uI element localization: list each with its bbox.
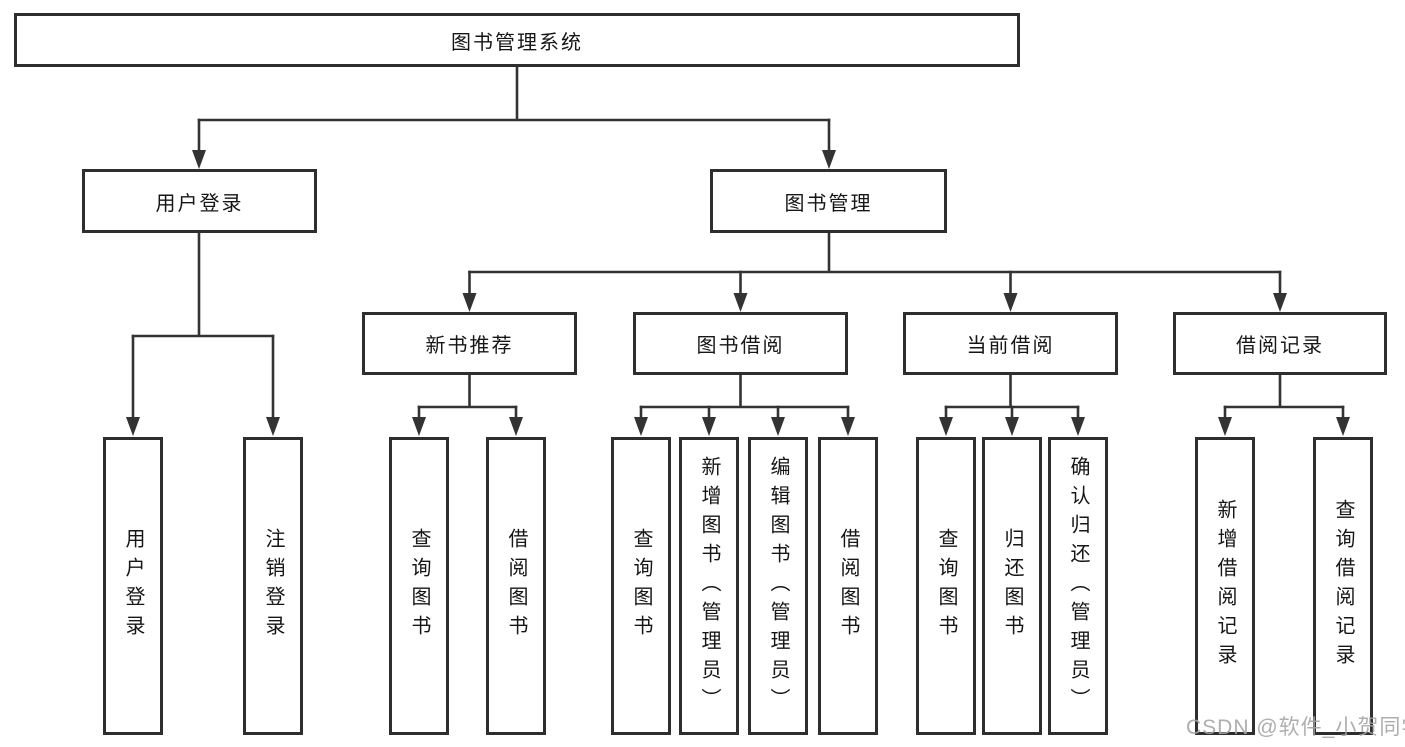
leaf-add-borrow-record: 新增借阅记录: [1195, 437, 1255, 735]
leaf-return-books: 归还图书: [982, 437, 1042, 735]
leaf-label: 借阅图书: [505, 528, 527, 644]
leaf-label: 归还图书: [1001, 528, 1023, 644]
node-borrow-records: 借阅记录: [1173, 312, 1387, 375]
leaf-label: 查询图书: [630, 528, 652, 644]
leaf-add-books-admin: 新增图书（管理员）: [679, 437, 739, 735]
leaf-label: 编辑图书（管理员）: [767, 455, 789, 717]
leaf-label: 注销登录: [262, 528, 284, 644]
leaf-query-borrow-record: 查询借阅记录: [1313, 437, 1373, 735]
leaf-edit-books-admin: 编辑图书（管理员）: [748, 437, 808, 735]
leaf-label: 新增图书（管理员）: [698, 455, 720, 717]
leaf-label: 确认归还（管理员）: [1067, 455, 1089, 717]
leaf-user-login: 用户登录: [103, 437, 163, 735]
leaf-logout: 注销登录: [243, 437, 303, 735]
leaf-borrow-books-recommend: 借阅图书: [486, 437, 546, 735]
leaf-label: 查询借阅记录: [1332, 499, 1354, 673]
node-user-login: 用户登录: [82, 169, 317, 233]
node-new-book-recommend: 新书推荐: [362, 312, 577, 375]
leaf-label: 用户登录: [122, 528, 144, 644]
leaf-label: 查询图书: [935, 528, 957, 644]
leaf-label: 新增借阅记录: [1214, 499, 1236, 673]
leaf-query-books-recommend: 查询图书: [389, 437, 449, 735]
leaf-borrow-books-borrow: 借阅图书: [818, 437, 878, 735]
leaf-query-books-borrow: 查询图书: [611, 437, 671, 735]
node-book-borrow: 图书借阅: [633, 312, 848, 375]
node-book-management: 图书管理: [710, 169, 947, 233]
leaf-confirm-return-admin: 确认归还（管理员）: [1048, 437, 1108, 735]
leaf-label: 借阅图书: [837, 528, 859, 644]
watermark: CSDN @软件_小贺同学: [1186, 716, 1405, 739]
leaf-label: 查询图书: [408, 528, 430, 644]
node-current-borrow: 当前借阅: [903, 312, 1118, 375]
node-root-system: 图书管理系统: [14, 13, 1020, 67]
leaf-query-books-current: 查询图书: [916, 437, 976, 735]
